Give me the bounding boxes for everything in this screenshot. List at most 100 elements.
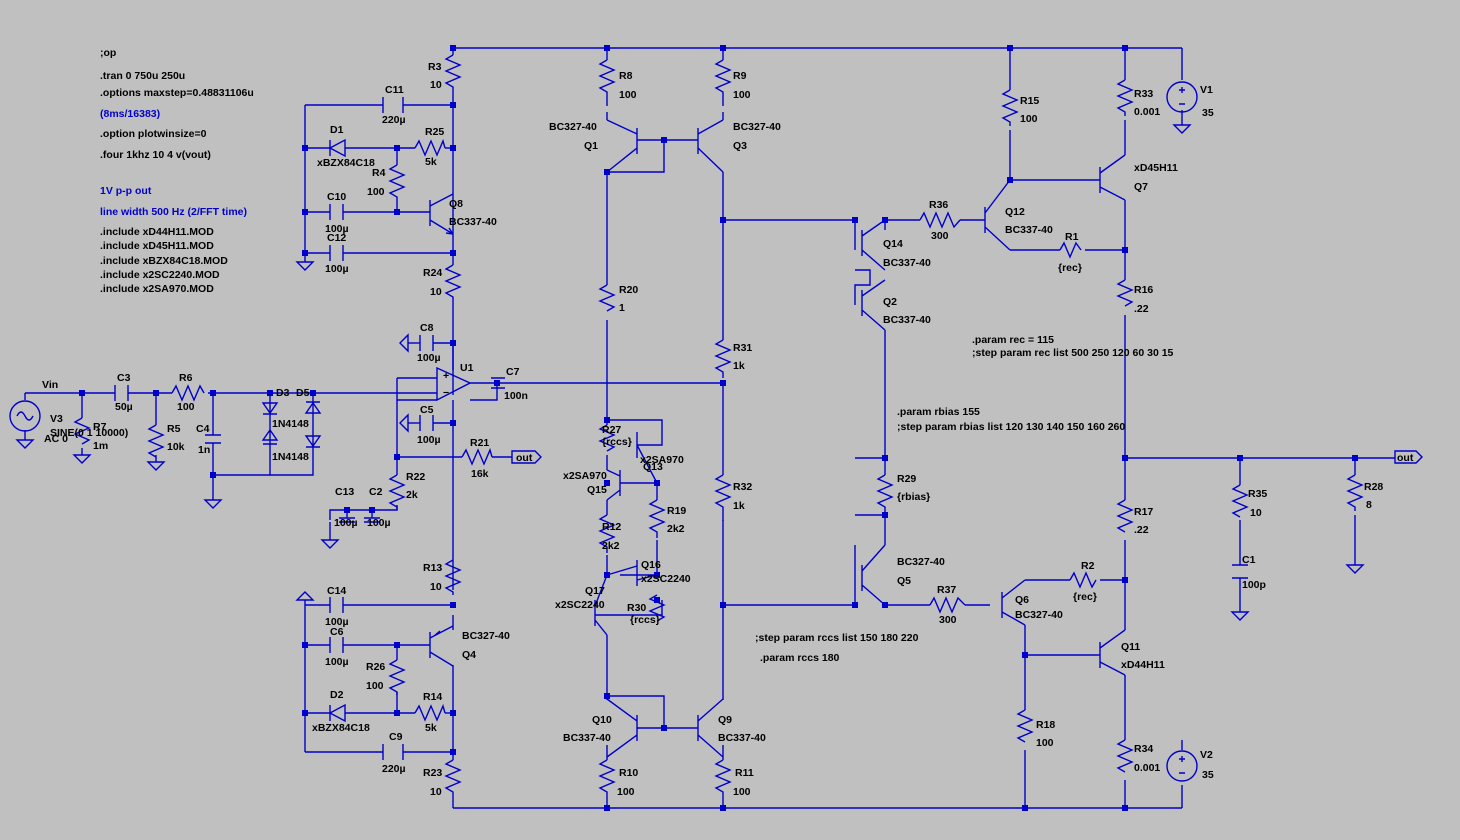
r36-name: R36 xyxy=(929,199,948,211)
r10-name: R10 xyxy=(619,767,638,779)
v3-name: V3 xyxy=(50,413,63,425)
c8-name: C8 xyxy=(420,322,434,334)
r13-name: R13 xyxy=(423,562,442,574)
c6-name: C6 xyxy=(330,626,344,638)
capacitors xyxy=(114,97,1248,760)
r5-name: R5 xyxy=(167,423,181,435)
r29-name: R29 xyxy=(897,473,916,485)
r15-value: 100 xyxy=(1020,113,1038,125)
r26-value: 100 xyxy=(366,680,384,692)
r3-value: 10 xyxy=(430,79,442,91)
r10-value: 100 xyxy=(617,786,635,798)
c10-name: C10 xyxy=(327,191,346,203)
wires xyxy=(24,47,1395,809)
r32-name: R32 xyxy=(733,481,752,493)
r34-name: R34 xyxy=(1134,743,1153,755)
resistors xyxy=(73,54,1364,795)
r36-value: 300 xyxy=(931,230,949,242)
r9-name: R9 xyxy=(733,70,747,82)
r2-value: {rec} xyxy=(1073,591,1097,603)
r19-name: R19 xyxy=(667,505,686,517)
r11-value: 100 xyxy=(733,786,751,798)
r33-value: 0.001 xyxy=(1134,106,1160,118)
q10-value: BC337-40 xyxy=(563,732,611,744)
q2-name: Q2 xyxy=(883,296,897,308)
r30-value: {rccs} xyxy=(630,614,660,626)
directive-param-rccs: .param rccs 180 xyxy=(760,652,840,664)
q6-value: BC327-40 xyxy=(1015,609,1063,621)
r9-value: 100 xyxy=(733,89,751,101)
q8-name: Q8 xyxy=(449,198,463,210)
r17-value: .22 xyxy=(1134,524,1149,536)
r13-value: 10 xyxy=(430,581,442,593)
r14-value: 5k xyxy=(425,722,437,734)
q7-value: xD45H11 xyxy=(1134,162,1178,174)
net-flags xyxy=(511,450,1423,464)
q15-name: Q15 xyxy=(587,484,607,496)
q5-value: BC327-40 xyxy=(897,556,945,568)
r31-value: 1k xyxy=(733,360,745,372)
q13-value: x2SA970 xyxy=(640,454,684,466)
directive-include-2: .include xD45H11.MOD xyxy=(100,240,214,252)
r37-name: R37 xyxy=(937,584,956,596)
r20-value: 1 xyxy=(619,302,625,314)
net-label-out-2: out xyxy=(1397,452,1414,464)
grounds xyxy=(16,124,1364,621)
c2-value: 100µ xyxy=(367,517,391,529)
directive-param-rbias: .param rbias 155 xyxy=(897,406,980,418)
q14-value: BC337-40 xyxy=(883,257,931,269)
net-label-out-1: out xyxy=(516,452,533,464)
d3-name: D3 xyxy=(276,387,290,399)
u1-name: U1 xyxy=(460,362,474,374)
r22-value: 2k xyxy=(406,489,418,501)
c13-value: 100µ xyxy=(334,517,358,529)
directive-op: ;op xyxy=(100,47,116,59)
q4-name: Q4 xyxy=(462,649,476,661)
q5-name: Q5 xyxy=(897,575,911,587)
r23-name: R23 xyxy=(423,767,442,779)
r23-value: 10 xyxy=(430,786,442,798)
r4-name: R4 xyxy=(372,167,386,179)
directive-plotwinsize: .option plotwinsize=0 xyxy=(100,128,207,140)
r18-name: R18 xyxy=(1036,719,1055,731)
c9-value: 220µ xyxy=(382,763,406,775)
r20-name: R20 xyxy=(619,284,638,296)
net-label-vin: Vin xyxy=(42,379,58,391)
directive-include-1: .include xD44H11.MOD xyxy=(100,226,214,238)
diodes xyxy=(261,138,346,723)
q17-value: x2SC2240 xyxy=(555,599,605,611)
r21-value: 16k xyxy=(471,468,489,480)
d2-name: D2 xyxy=(330,689,344,701)
spice-directives: ;op .tran 0 750u 250u .options maxstep=0… xyxy=(100,47,1174,664)
r6-value: 100 xyxy=(177,401,195,413)
c7-value: 100n xyxy=(504,390,528,402)
q9-name: Q9 xyxy=(718,714,732,726)
q6-name: Q6 xyxy=(1015,594,1029,606)
directive-four: .four 1khz 10 4 v(vout) xyxy=(100,149,211,161)
r25-name: R25 xyxy=(425,126,444,138)
r4-value: 100 xyxy=(367,186,385,198)
q11-value: xD44H11 xyxy=(1121,659,1165,671)
r34-value: 0.001 xyxy=(1134,762,1160,774)
r19-value: 2k2 xyxy=(667,523,685,535)
c13-name: C13 xyxy=(335,486,354,498)
q16-value: x2SC2240 xyxy=(641,573,691,585)
r27-name: R27 xyxy=(602,424,621,436)
v1-name: V1 xyxy=(1200,84,1213,96)
c8-value: 100µ xyxy=(417,352,441,364)
c6-value: 100µ xyxy=(325,656,349,668)
r12-name: R12 xyxy=(602,521,621,533)
r7-value: 1m xyxy=(93,440,108,452)
r7-name: R7 xyxy=(93,421,107,433)
svg-text:+: + xyxy=(443,370,449,382)
q12-name: Q12 xyxy=(1005,206,1025,218)
r24-value: 10 xyxy=(430,286,442,298)
r16-value: .22 xyxy=(1134,303,1149,315)
r1-value: {rec} xyxy=(1058,262,1082,274)
sources xyxy=(9,81,1198,782)
c5-value: 100µ xyxy=(417,434,441,446)
q1-value: BC327-40 xyxy=(549,121,597,133)
r5-value: 10k xyxy=(167,441,185,453)
r35-value: 10 xyxy=(1250,507,1262,519)
c10-value: 100µ xyxy=(325,223,349,235)
